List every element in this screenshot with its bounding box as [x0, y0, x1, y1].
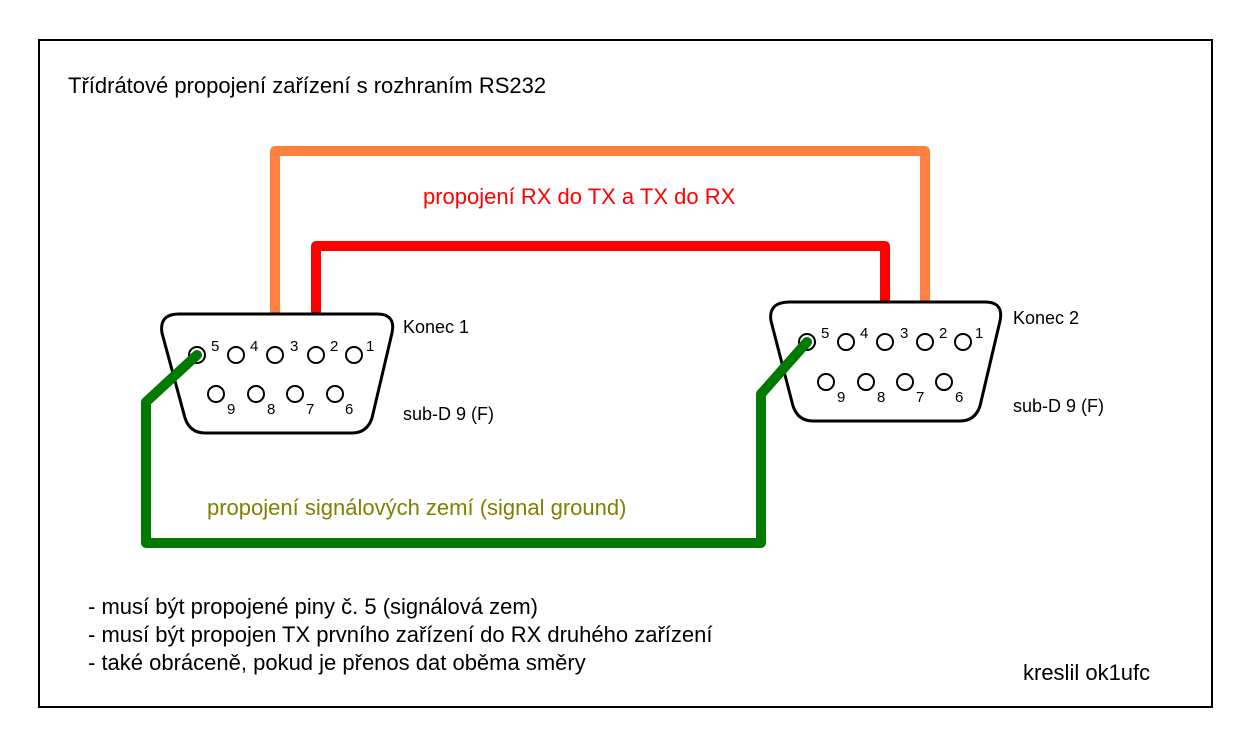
connector-2-pin-label: 5: [821, 325, 829, 342]
connector-2-top-pins: 5 4 3 2 1: [798, 325, 983, 351]
connector-1-pin-label: 5: [211, 338, 219, 355]
connector-1-pin-label: 4: [250, 338, 258, 355]
rx-tx-wire-label: propojení RX do TX a TX do RX: [423, 184, 736, 209]
connector-2-pin-8: [857, 373, 875, 391]
connector-1-pin-7: [286, 385, 304, 403]
connector-1-shell: [160, 312, 395, 435]
connector-2-shell: [769, 300, 1003, 423]
ground-wire-label: propojení signálových zemí (signal groun…: [207, 495, 626, 520]
connector-2-pin-7: [896, 373, 914, 391]
connector-1-pin-1: [345, 346, 363, 364]
diagram-title: Třídrátové propojení zařízení s rozhraní…: [68, 73, 546, 98]
connector-1-pin-8: [247, 385, 265, 403]
connector-1-pin-9: [207, 385, 225, 403]
connector-1-pin-label: 6: [345, 401, 353, 418]
connector-2-bottom-pins: 9 8 7 6: [817, 373, 963, 406]
connector-1-pin-label: 3: [290, 338, 298, 355]
connector-1-name: Konec 1: [403, 317, 469, 337]
connector-2-pin-4: [837, 333, 855, 351]
red-wire-rx-tx: [311, 241, 890, 360]
connector-1-pin-3: [266, 346, 284, 364]
connector-1-pin-label: 2: [330, 338, 338, 355]
connector-2-type: sub-D 9 (F): [1013, 396, 1104, 416]
connector-2-pin-3: [876, 333, 894, 351]
connector-2-pin-label: 9: [837, 389, 845, 406]
connector-1-pin-4: [227, 346, 245, 364]
connector-2-name: Konec 2: [1013, 308, 1079, 328]
connector-1-pin-2: [307, 346, 325, 364]
connector-2-pin-1: [954, 333, 972, 351]
connector-1-pin-label: 9: [227, 401, 235, 418]
note-line: - také obráceně, pokud je přenos dat obě…: [88, 650, 586, 675]
connector-2-pin-label: 3: [900, 325, 908, 342]
connector-2-pin-label: 6: [955, 389, 963, 406]
note-line: - musí být propojen TX prvního zařízení …: [88, 622, 712, 647]
connector-2-pin-label: 8: [877, 389, 885, 406]
connector-2-pin-6: [935, 373, 953, 391]
connector-1-pin-5: [188, 346, 206, 364]
author-credit: kreslil ok1ufc: [1023, 660, 1150, 685]
connector-2-pin-5: [798, 333, 816, 351]
connector-1-pin-label: 1: [366, 338, 374, 355]
green-wire-signal-ground: [141, 337, 812, 548]
connector-2-pin-2: [916, 333, 934, 351]
connector-1-pin-label: 8: [267, 401, 275, 418]
connector-2-pin-9: [817, 373, 835, 391]
connector-1-pin-label: 7: [306, 401, 314, 418]
connector-1-bottom-pins: 9 8 7 6: [207, 385, 353, 418]
orange-wire-tx-rx: [270, 146, 930, 360]
connector-2-pin-label: 2: [939, 325, 947, 342]
connector-1-type: sub-D 9 (F): [403, 404, 494, 424]
connector-2-pin-label: 1: [975, 325, 983, 342]
connector-1-top-pins: 5 4 3 2 1: [188, 338, 374, 364]
connector-2-pin-label: 4: [860, 325, 868, 342]
connector-2-pin-label: 7: [916, 389, 924, 406]
note-line: - musí být propojené piny č. 5 (signálov…: [88, 594, 538, 619]
connector-1-pin-6: [326, 385, 344, 403]
